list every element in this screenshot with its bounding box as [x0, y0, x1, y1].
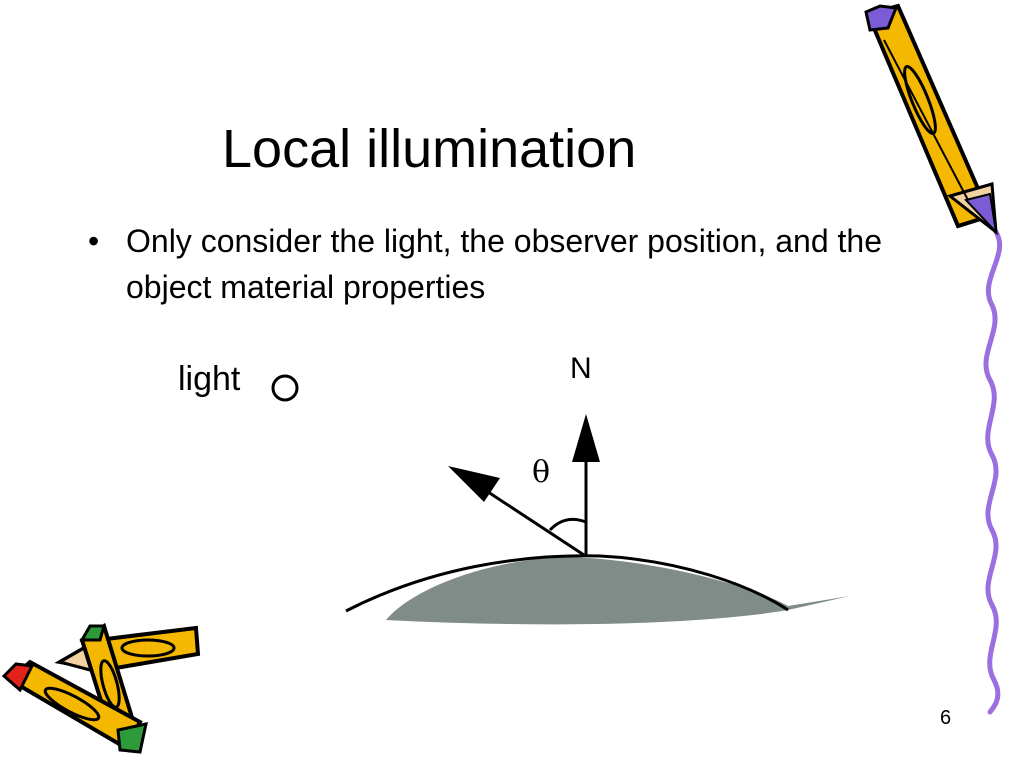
pencil-top-right-icon: [864, 3, 998, 236]
bullet-list: • Only consider the light, the observer …: [88, 218, 948, 310]
light-vector-shaft: [481, 486, 585, 557]
pencils-bottom-left-icon: [1, 622, 201, 754]
bullet-item: • Only consider the light, the observer …: [88, 218, 948, 310]
squiggle-line: [983, 229, 1003, 715]
angle-arc: [548, 517, 587, 532]
surface-shaded-area: [386, 557, 850, 625]
surface-curve: [345, 554, 789, 613]
bullet-text: Only consider the light, the observer po…: [126, 223, 882, 305]
angle-label: θ: [532, 455, 551, 490]
light-vector-arrowhead: [448, 466, 500, 502]
normal-vector-arrowhead: [572, 414, 600, 462]
slide-title: Local illumination: [222, 119, 637, 179]
page-number: 6: [940, 707, 952, 729]
light-label: light: [178, 360, 241, 398]
bullet-marker: •: [88, 223, 100, 259]
normal-label: N: [570, 352, 592, 385]
light-source-icon: [271, 374, 299, 402]
